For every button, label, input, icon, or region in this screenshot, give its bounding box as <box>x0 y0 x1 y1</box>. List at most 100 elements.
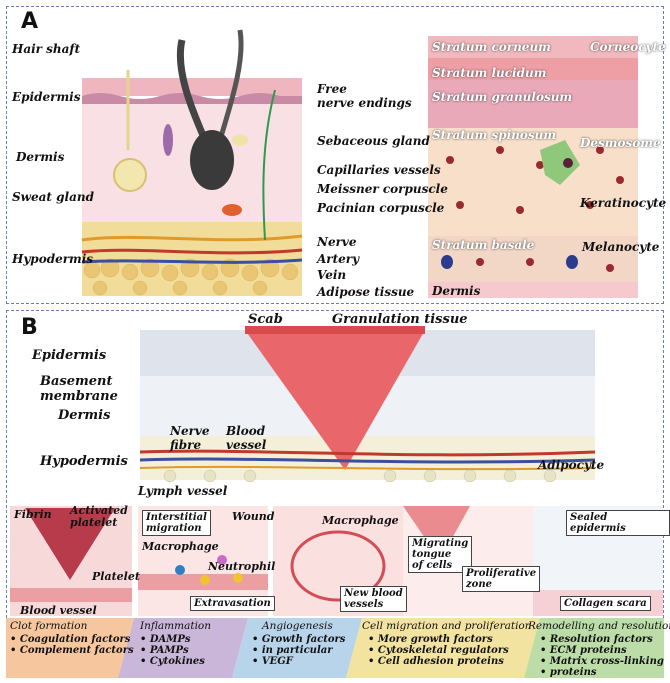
label-nerve-endings: nerve endings <box>317 96 412 110</box>
stratum-basale-band <box>428 236 638 282</box>
stratum-spinosum-band <box>428 128 638 236</box>
label-adipose: Adipose tissue <box>317 285 415 299</box>
stage4-tongue <box>403 506 470 560</box>
stratum-granulosum-band <box>428 80 638 128</box>
stage4-tongue-box: Migrating tongue of cells <box>408 536 473 573</box>
stage1-vessel <box>10 588 132 602</box>
stage4-proliferative: Proliferative <box>466 568 537 579</box>
label-hair-shaft: Hair shaft <box>12 42 81 56</box>
artery-line <box>81 248 303 255</box>
stage3-vessels-text: vessels <box>344 599 384 610</box>
adipocytes-b <box>163 469 557 483</box>
label-dermis-a: Dermis <box>16 150 65 164</box>
stage2-bullets: DAMPs PAMPs Cytokines <box>140 634 205 667</box>
stage2-cells <box>175 555 243 585</box>
label-dermis-b: Dermis <box>58 408 111 423</box>
stage3-bullet-cont: VEGF <box>252 656 345 667</box>
label-granulation: Granulation tissue <box>332 312 468 327</box>
label-lymph-vessel: Lymph vessel <box>138 484 228 498</box>
stage5-bullet: Matrix cross-linking <box>540 656 664 667</box>
label-corneocyte: Corneocyte <box>590 40 666 54</box>
sebaceous-gland-shape <box>232 134 248 146</box>
stage1-title: Clot formation <box>10 620 88 632</box>
vein-line <box>81 258 303 264</box>
hair-shaft-2 <box>217 29 244 141</box>
desmosome-cell <box>540 140 580 185</box>
label-sweat-gland: Sweat gland <box>12 190 94 204</box>
label-epidermis-a: Epidermis <box>12 90 81 104</box>
stage1-platelet-top: platelet <box>70 516 118 529</box>
stage3-bullet: Growth factors <box>252 634 346 645</box>
stage3-bullet-line2: in particular <box>261 645 333 656</box>
label-fibre: fibre <box>170 438 202 452</box>
label-stratum-granulosum: Stratum granulosum <box>432 90 573 104</box>
hair-shaft <box>176 39 209 142</box>
stage4-bullet: Cell adhesion proteins <box>368 656 509 667</box>
label-melanocyte: Melanocyte <box>582 240 660 254</box>
stage4-bullets: More growth factors Cytoskeletal regulat… <box>368 634 509 667</box>
stage3-bullet-line3: VEGF <box>261 656 293 667</box>
epidermis-layer <box>82 78 302 96</box>
stage3-vessels <box>290 530 386 602</box>
stage4-zone-box: Proliferative zone <box>462 566 541 592</box>
stage5-title: Remodelling and resolution <box>528 620 670 632</box>
meissner-shape <box>163 124 173 156</box>
label-strata-dermis: Dermis <box>432 284 481 298</box>
stage4-tongue: tongue <box>412 549 452 560</box>
stratum-corneum-band <box>428 36 638 58</box>
melanocyte-right <box>566 255 578 269</box>
stage4-of-cells: of cells <box>412 560 453 571</box>
label-capillaries: Capillaries vessels <box>317 163 441 177</box>
stage5-bullets: Resolution factors ECM proteins Matrix c… <box>540 634 664 678</box>
label-free: Free <box>317 82 347 96</box>
stage4-migrating: Migrating <box>412 538 469 549</box>
stage4-bullet: Cytoskeletal regulators <box>368 645 509 656</box>
stage2-macrophage: Macrophage <box>142 540 219 553</box>
label-scab: Scab <box>248 312 283 327</box>
stage5-bullet-line4: proteins <box>549 667 597 678</box>
blood-vessel-line <box>139 449 596 457</box>
label-keratinocyte: Keratinocyte <box>580 196 667 210</box>
label-vein: Vein <box>317 268 347 282</box>
stage3-macrophage: Macrophage <box>322 514 399 527</box>
nerve-line <box>81 234 303 242</box>
scab-shape <box>245 326 425 334</box>
panel-b-letter: B <box>21 315 38 340</box>
desmosome-nucleus <box>563 158 573 168</box>
melanocyte-left <box>441 255 453 269</box>
label-membrane: membrane <box>40 389 118 404</box>
stage2-interstitial: Interstitial <box>146 512 207 523</box>
label-nerve: Nerve <box>317 235 357 249</box>
stage2-wound: Wound <box>232 510 275 523</box>
stage4-bullet: More growth factors <box>368 634 509 645</box>
stage1-platelet: Platelet <box>92 570 140 583</box>
label-stratum-corneum: Stratum corneum <box>432 40 551 54</box>
label-stratum-basale: Stratum basale <box>432 238 535 252</box>
stage1-bullet: Complement factors <box>10 645 134 656</box>
vein-line-b <box>139 457 596 464</box>
label-meissner: Meissner corpuscle <box>317 182 448 196</box>
label-stratum-spinosum: Stratum spinosum <box>432 128 557 142</box>
label-blood: Blood <box>226 424 266 438</box>
stage5-bullet: Resolution factors <box>540 634 664 645</box>
stage2-bullet: DAMPs <box>140 634 205 645</box>
stage1-bullets: Coagulation factors Complement factors <box>10 634 134 656</box>
stage2-neutrophil: Neutrophil <box>208 560 276 573</box>
stage1-bullet: Coagulation factors <box>10 634 134 645</box>
keratinocyte-nuclei <box>446 146 624 272</box>
hair-follicle <box>190 130 234 190</box>
adipose-cells <box>83 258 299 296</box>
stage4-zone: zone <box>466 579 492 590</box>
sweat-gland-coil <box>113 158 147 192</box>
stage2-extravasation: Extravasation <box>190 596 275 611</box>
label-hypodermis-b: Hypodermis <box>40 454 128 469</box>
stage3-new-vessels-box: New blood vessels <box>340 586 407 612</box>
label-vessel: vessel <box>226 438 267 452</box>
granulation-wedge <box>245 330 425 470</box>
stage2-bullet: PAMPs <box>140 645 205 656</box>
stage5-collagen: Collagen scara <box>560 596 651 611</box>
stage1-blood-vessel: Blood vessel <box>20 604 97 617</box>
stage2-migration: migration <box>146 523 202 534</box>
stage5-sealed: Sealed epidermis <box>566 510 670 536</box>
